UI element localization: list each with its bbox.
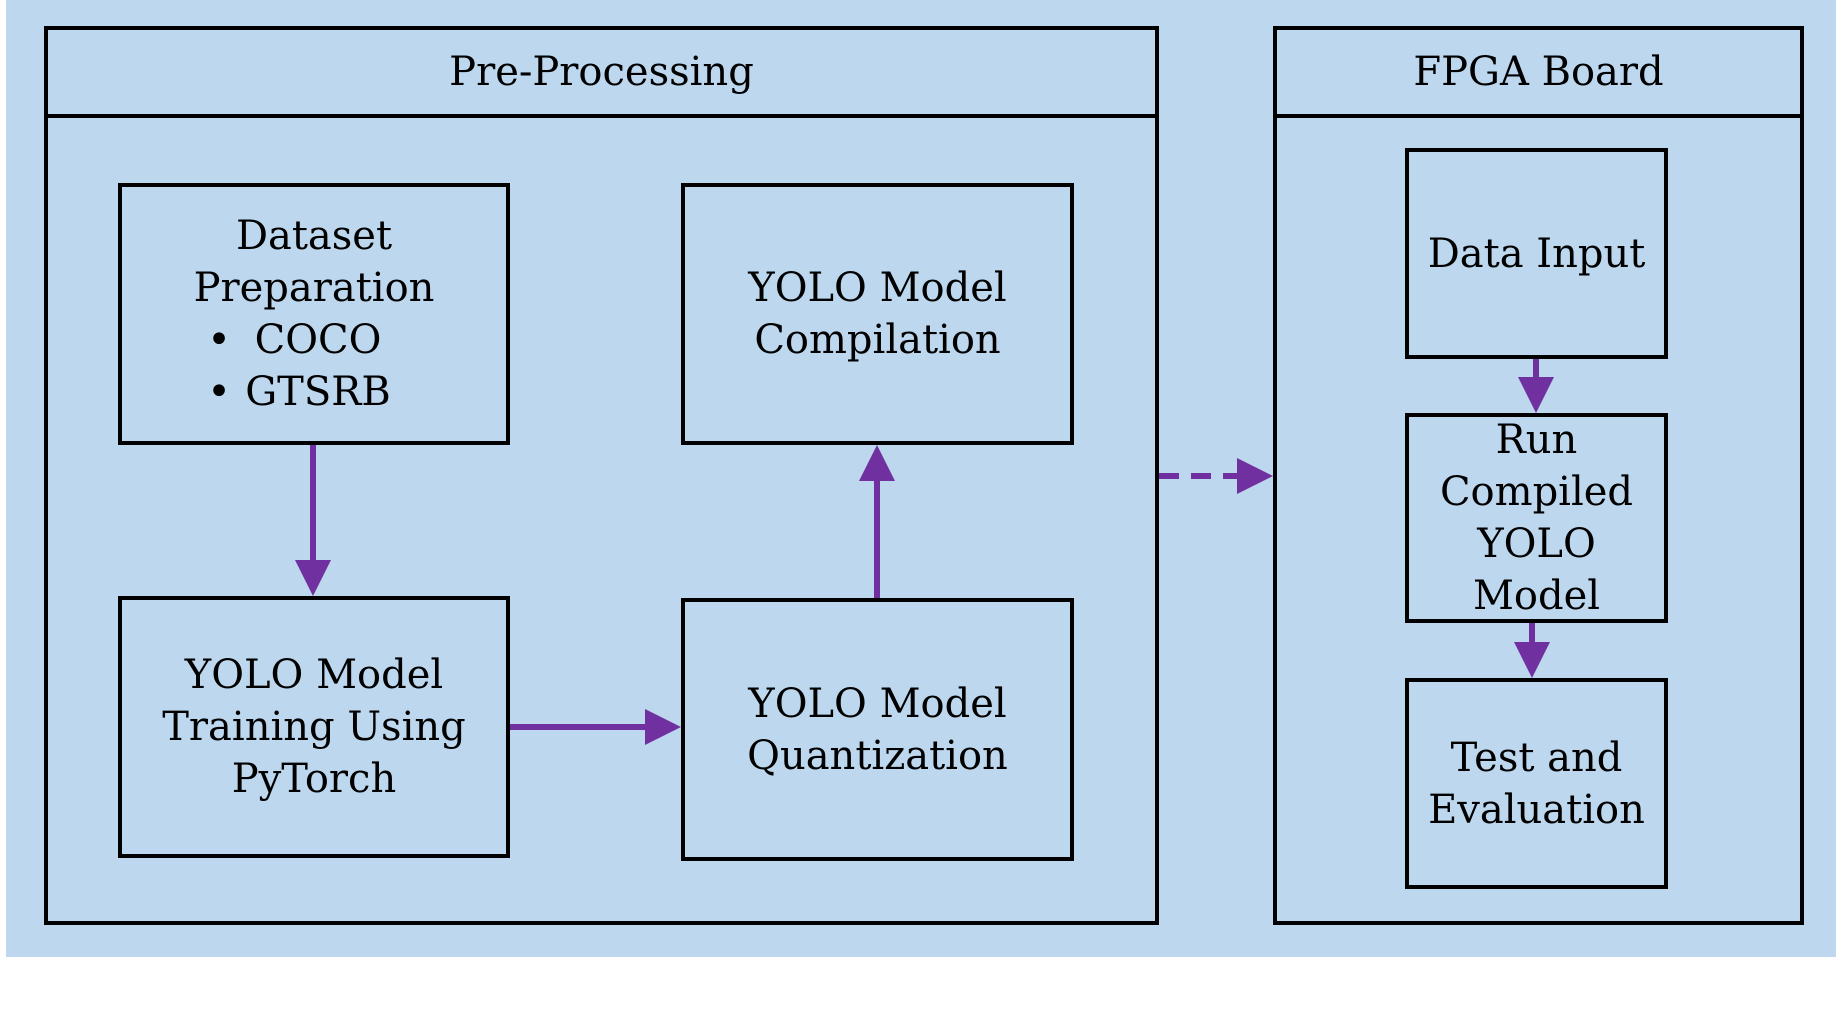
data-input-line-1: Data Input xyxy=(1427,230,1646,277)
preprocessing-title: Pre-Processing xyxy=(48,30,1155,118)
preprocessing-panel: Pre-Processing xyxy=(44,26,1159,925)
quantization-line-1: YOLO Model xyxy=(748,680,1007,727)
dataset-item-coco: COCO xyxy=(207,314,391,366)
data-input-box: Data Input xyxy=(1405,148,1668,359)
compilation-box: YOLO Model Compilation xyxy=(681,183,1074,445)
training-line-2: Training Using xyxy=(162,704,466,750)
quantization-box: YOLO Model Quantization xyxy=(681,598,1074,861)
run-model-box: Run Compiled YOLO Model xyxy=(1405,413,1668,623)
diagram-canvas: Pre-Processing FPGA Board Dataset Prepar… xyxy=(6,0,1836,957)
compilation-line-1: YOLO Model xyxy=(748,265,1007,311)
quantization-line-2: Quantization xyxy=(747,732,1008,779)
run-line-1: Run xyxy=(1495,417,1578,463)
run-line-3: YOLO Model xyxy=(1472,521,1601,619)
dataset-list: COCO GTSRB xyxy=(207,314,391,418)
fpga-title: FPGA Board xyxy=(1277,30,1800,118)
test-line-2: Evaluation xyxy=(1428,786,1645,833)
run-line-2: Compiled xyxy=(1439,469,1634,515)
fpga-panel: FPGA Board xyxy=(1273,26,1804,925)
training-box: YOLO Model Training Using PyTorch xyxy=(118,596,510,858)
dataset-preparation-box: Dataset Preparation COCO GTSRB xyxy=(118,183,510,445)
training-line-3: PyTorch xyxy=(231,756,397,802)
dataset-preparation-title: Dataset Preparation xyxy=(193,213,435,311)
training-line-1: YOLO Model xyxy=(184,652,444,698)
dataset-item-gtsrb: GTSRB xyxy=(207,366,390,418)
test-line-1: Test and xyxy=(1450,734,1623,781)
compilation-line-2: Compilation xyxy=(754,317,1001,363)
test-evaluation-box: Test and Evaluation xyxy=(1405,678,1668,889)
